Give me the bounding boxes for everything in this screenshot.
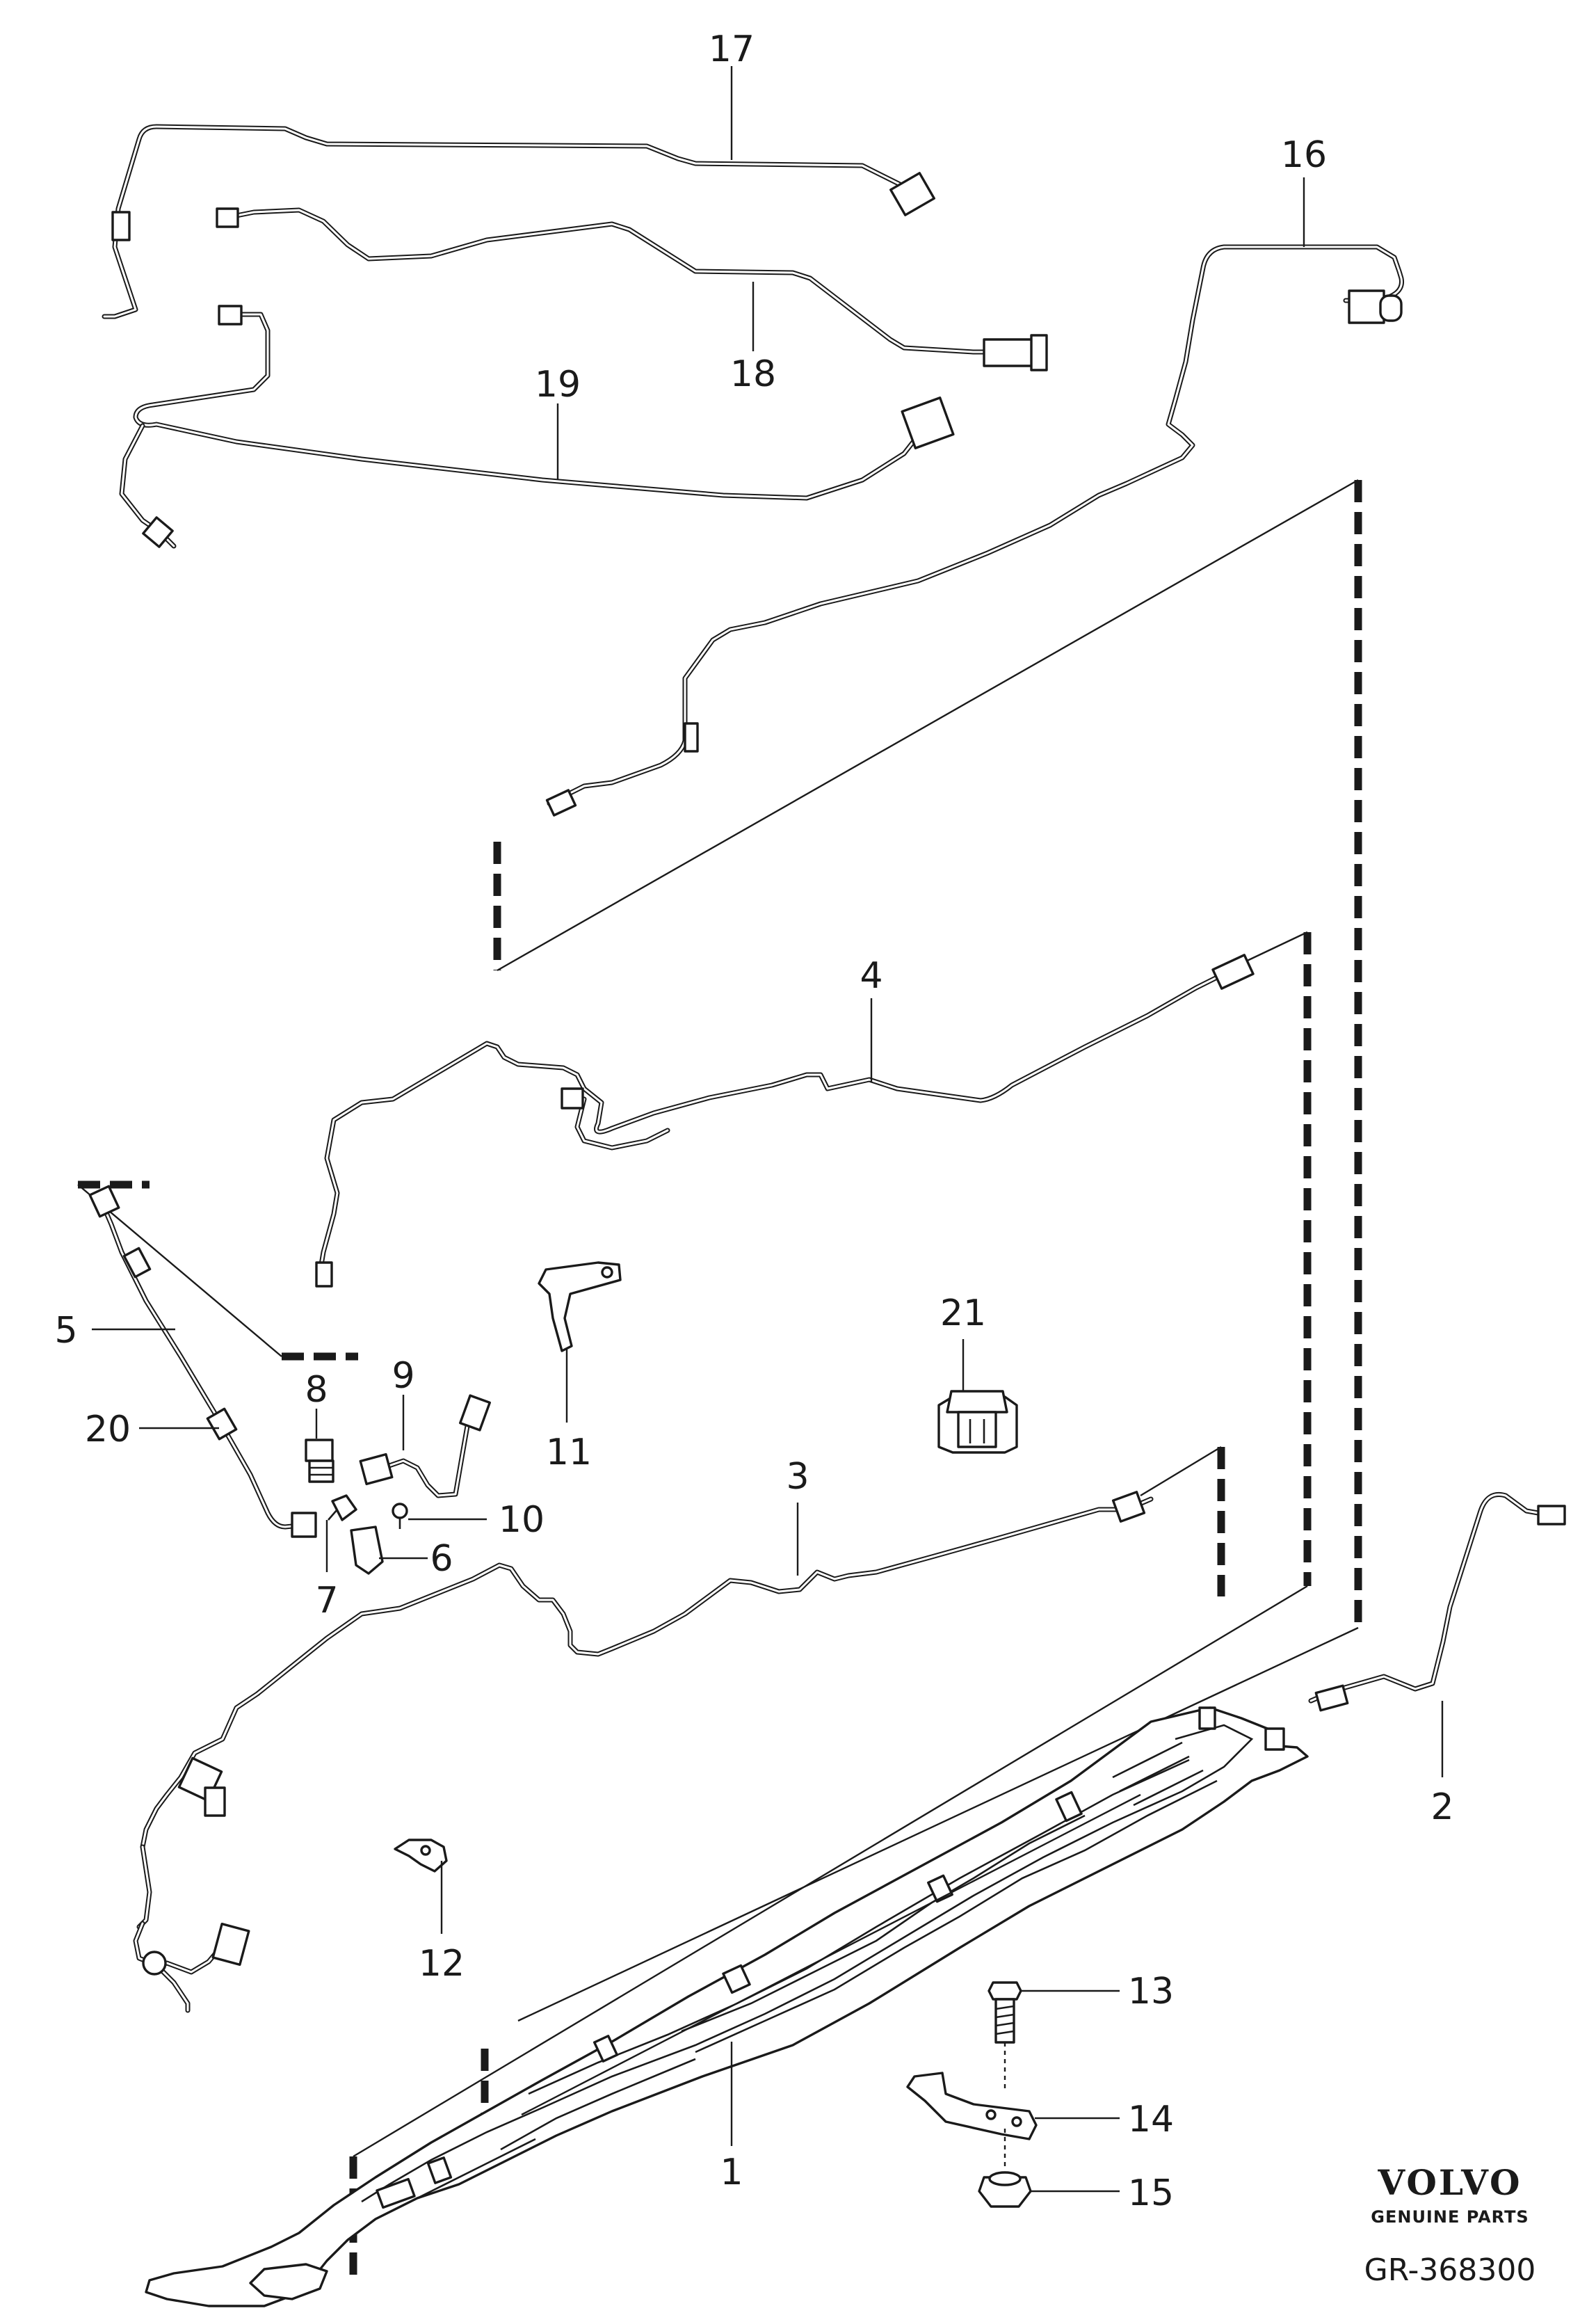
callout-4: 4	[860, 955, 882, 997]
pipe-17	[102, 66, 935, 319]
callout-17: 17	[709, 29, 755, 70]
clip-7	[325, 1494, 357, 1572]
callout-18: 18	[730, 353, 776, 395]
callout-10: 10	[499, 1499, 545, 1541]
callout-labels: 17 16 18 19 4 5 21 8 9 20 11 3 10 6 7 2 …	[54, 29, 1453, 2214]
pipe-5	[88, 1185, 317, 1538]
bolt-13	[988, 1981, 1120, 2090]
callout-16: 16	[1281, 134, 1327, 176]
pipe-3	[133, 1491, 1154, 2013]
callout-9: 9	[392, 1355, 414, 1397]
bracket-6	[350, 1526, 428, 1575]
diagram-reference: GR-368300	[1364, 2252, 1536, 2288]
bracket-11	[538, 1261, 622, 1423]
hose-9	[359, 1394, 491, 1498]
callout-13: 13	[1128, 1971, 1174, 2012]
pipe-18	[216, 207, 1048, 371]
callout-15: 15	[1128, 2172, 1174, 2214]
volvo-branding: VOLVO GENUINE PARTS GR-368300	[1364, 2162, 1536, 2288]
callout-20: 20	[85, 1409, 131, 1450]
callout-6: 6	[430, 1538, 453, 1580]
callout-8: 8	[305, 1369, 328, 1411]
pipe-16	[545, 177, 1405, 817]
nut-15	[978, 2171, 1120, 2208]
pipe-2	[1308, 1492, 1566, 1777]
callout-19: 19	[535, 364, 581, 406]
callout-1: 1	[720, 2152, 743, 2193]
bracket-21	[937, 1339, 1018, 1454]
continuation-markers	[77, 479, 1362, 2278]
callout-21: 21	[940, 1292, 986, 1334]
screw-10	[392, 1503, 487, 1529]
volvo-logo: VOLVO	[1377, 2162, 1522, 2203]
carrier-1	[145, 1706, 1309, 2307]
callout-5: 5	[54, 1310, 77, 1352]
pipe-4	[315, 954, 1255, 1288]
clip-12	[394, 1839, 448, 1934]
callout-11: 11	[546, 1432, 592, 1473]
bracket-14	[906, 2072, 1120, 2170]
callout-7: 7	[315, 1580, 338, 1622]
genuine-parts-tagline: GENUINE PARTS	[1371, 2207, 1529, 2227]
pipe-19	[119, 305, 955, 549]
fitting-8	[305, 1409, 334, 1483]
callout-3: 3	[786, 1456, 809, 1498]
callout-12: 12	[419, 1943, 465, 1985]
callout-2: 2	[1430, 1786, 1453, 1828]
callout-14: 14	[1128, 2099, 1174, 2140]
